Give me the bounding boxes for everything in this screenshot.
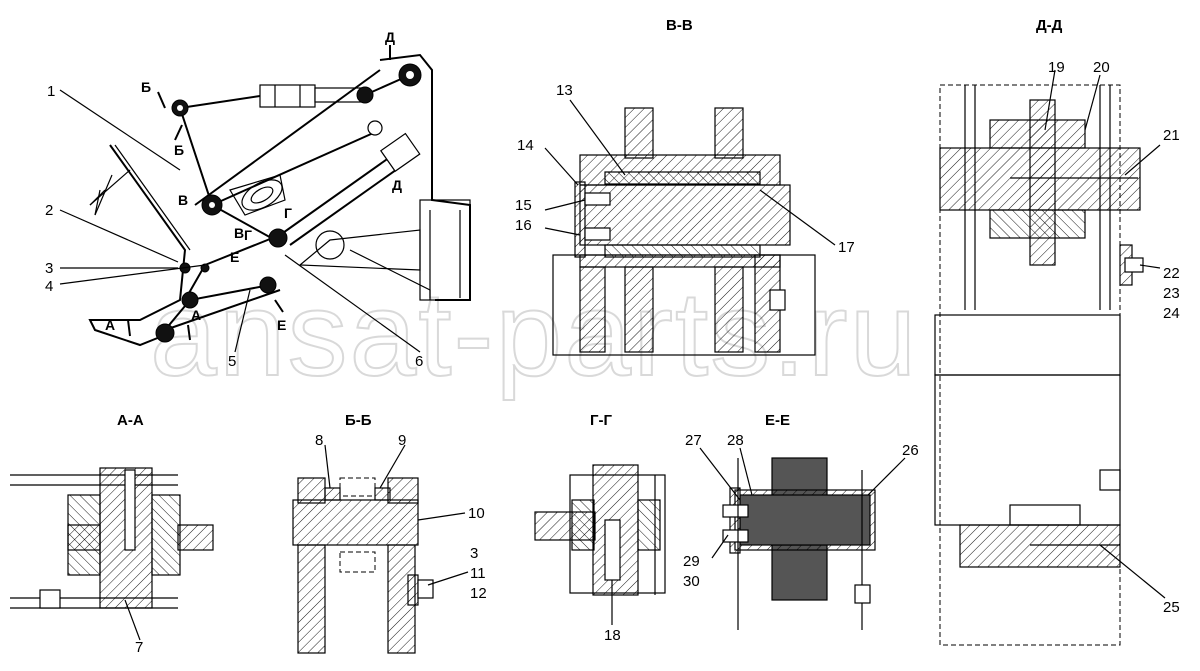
- callout-8: 8: [315, 432, 323, 449]
- callout-13: 13: [556, 82, 573, 99]
- callout-15: 15: [515, 197, 532, 214]
- callout-27: 27: [685, 432, 702, 449]
- cut-letter-d1: Д: [385, 29, 395, 45]
- section-title-dd: Д-Д: [1036, 17, 1063, 34]
- callout-22: 22: [1163, 265, 1180, 282]
- watermark: ansat-parts.ru: [150, 267, 918, 401]
- main-view: [59, 45, 471, 353]
- callout-10: 10: [468, 505, 485, 522]
- callout-25: 25: [1163, 599, 1180, 616]
- cut-letter-g1: Г: [284, 205, 292, 221]
- section-aa: [10, 467, 214, 641]
- callout-24: 24: [1163, 305, 1180, 322]
- section-title-aa: А-А: [117, 412, 144, 429]
- callout-14: 14: [517, 137, 534, 154]
- cut-letter-a1: А: [105, 317, 115, 333]
- callout-28: 28: [727, 432, 744, 449]
- cut-letter-d2: Д: [392, 177, 402, 193]
- callout-6: 6: [415, 353, 423, 370]
- section-vv: [544, 99, 836, 356]
- callout-20: 20: [1093, 59, 1110, 76]
- callout-16: 16: [515, 217, 532, 234]
- cut-letter-e2: Е: [277, 317, 286, 333]
- callout-9: 9: [398, 432, 406, 449]
- callout-30: 30: [683, 573, 700, 590]
- section-title-bb: Б-Б: [345, 412, 372, 429]
- section-title-ee: Е-Е: [765, 412, 790, 429]
- callout-5: 5: [228, 353, 236, 370]
- callout-12: 12: [470, 585, 487, 602]
- callout-2: 2: [45, 202, 53, 219]
- section-title-gg: Г-Г: [590, 412, 612, 429]
- callout-23: 23: [1163, 285, 1180, 302]
- section-gg: [534, 464, 666, 625]
- callout-3-bb: 3: [470, 545, 478, 562]
- cut-letter-g2: Г: [244, 227, 252, 243]
- callout-11: 11: [470, 565, 486, 582]
- callout-29: 29: [683, 553, 700, 570]
- cut-letter-b1: Б: [141, 79, 151, 95]
- cut-letter-v1: В: [178, 192, 188, 208]
- cut-letter-b2: Б: [174, 142, 184, 158]
- callout-7: 7: [135, 639, 143, 656]
- cut-letter-a2: А: [191, 307, 201, 323]
- section-bb: [292, 444, 469, 654]
- callout-19: 19: [1048, 59, 1065, 76]
- callout-18: 18: [604, 627, 621, 644]
- cut-letter-v2: В: [234, 225, 244, 241]
- callout-3: 3: [45, 260, 53, 277]
- callout-21: 21: [1163, 127, 1180, 144]
- section-title-vv: В-В: [666, 17, 693, 34]
- callout-17: 17: [838, 239, 855, 256]
- callout-4: 4: [45, 278, 53, 295]
- callout-1: 1: [47, 83, 55, 100]
- section-dd: [934, 69, 1166, 646]
- cut-letter-e1: Е: [230, 249, 239, 265]
- callout-26: 26: [902, 442, 919, 459]
- section-ee: [699, 447, 906, 630]
